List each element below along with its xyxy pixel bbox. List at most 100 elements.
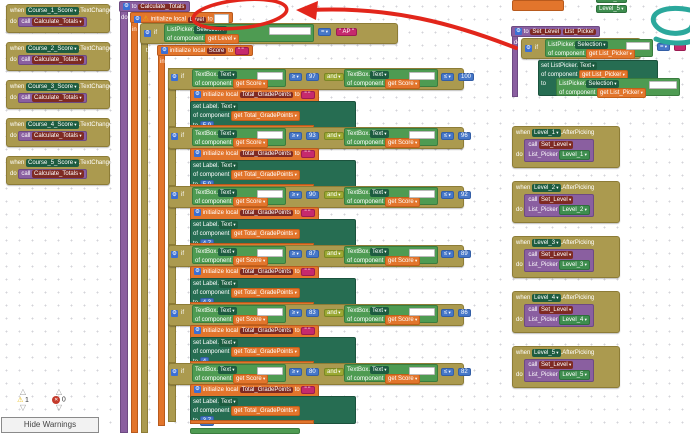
variable-dropdown[interactable]: List_Picker <box>610 90 643 96</box>
operator-dropdown[interactable]: ≥ <box>292 251 299 257</box>
procedure-body-bar[interactable] <box>120 11 128 433</box>
get-variable-block[interactable]: get Score <box>233 197 269 207</box>
property-dropdown[interactable]: Text <box>219 103 238 111</box>
number-block[interactable]: 82 <box>458 368 471 376</box>
get-variable-block[interactable]: get Score <box>233 79 269 89</box>
variable-dropdown[interactable]: Score <box>398 258 417 264</box>
procedure-dropdown[interactable]: Set_Level <box>539 306 574 314</box>
get-variable-block[interactable]: get Score <box>233 374 269 384</box>
variable-dropdown[interactable]: Score <box>246 376 265 382</box>
get-variable-block[interactable]: get Score <box>385 374 421 384</box>
component-dropdown[interactable]: Level_1 <box>532 129 561 137</box>
collapse-down-icon[interactable]: ▽ <box>19 403 27 412</box>
mutator-gear-icon[interactable]: ⚙ <box>194 150 201 157</box>
get-variable-block[interactable]: get Total_GradePoints <box>231 288 300 298</box>
comparison-operator[interactable]: ≤ <box>441 191 454 199</box>
get-variable-block[interactable]: get Score <box>385 197 421 207</box>
variable-dropdown[interactable]: Score <box>398 140 417 146</box>
number-block[interactable]: 87 <box>306 250 319 258</box>
get-variable-block[interactable]: get Total_GradePoints <box>231 170 300 180</box>
logic-dropdown[interactable]: and <box>327 310 341 316</box>
component-dropdown[interactable]: Level_5 <box>532 349 561 357</box>
get-variable-block[interactable]: get Total_GradePoints <box>231 229 300 239</box>
procedure-dropdown[interactable]: Calculate_Totals <box>32 56 84 64</box>
logic-dropdown[interactable]: and <box>327 74 341 80</box>
operator-dropdown[interactable]: ≥ <box>292 369 299 375</box>
number-block[interactable]: 97 <box>306 73 319 81</box>
property-dropdown[interactable]: Text <box>578 62 597 70</box>
and-block[interactable]: and <box>324 132 344 140</box>
get-variable-block[interactable]: get Score <box>385 79 421 89</box>
component-dropdown[interactable]: Level_2 <box>532 184 561 192</box>
component-dropdown[interactable]: Level_4 <box>532 294 561 302</box>
operator-dropdown[interactable]: ≤ <box>444 133 451 139</box>
mutator-gear-icon[interactable]: ⚙ <box>171 74 178 81</box>
variable-dropdown[interactable]: Total_GradePoints <box>244 349 297 355</box>
get-variable-block[interactable]: get Total_GradePoints <box>231 111 300 121</box>
comparison-operator[interactable]: ≤ <box>441 309 454 317</box>
mutator-gear-icon[interactable]: ⚙ <box>161 47 168 54</box>
procedure-dropdown[interactable]: Calculate_Totals <box>32 132 84 140</box>
component-property-block[interactable]: TextBox.Textof component get Score <box>344 305 438 325</box>
variable-dropdown[interactable]: Score <box>398 199 417 205</box>
property-dropdown[interactable]: Text <box>218 307 237 315</box>
initialize-local-gradepoints-block[interactable]: ⚙ initialize local Total_GradePoints to <box>190 148 320 163</box>
component-property-block[interactable]: ListPicker.Selectionof component get Lis… <box>545 39 653 59</box>
component-property-block[interactable]: TextBox.Textof component get Score <box>192 364 286 384</box>
initialize-local-score-block[interactable]: ⚙ initialize local Score to <box>157 45 253 56</box>
get-variable-block[interactable]: get Score <box>385 138 421 148</box>
property-dropdown[interactable]: Text <box>219 221 238 229</box>
variable-dropdown[interactable]: Score <box>246 199 265 205</box>
and-block[interactable]: and <box>324 73 344 81</box>
if-body-bar[interactable] <box>141 43 148 433</box>
operator-dropdown[interactable]: ≤ <box>444 192 451 198</box>
component-dropdown[interactable]: Level_3 <box>532 239 561 247</box>
number-block[interactable]: 80 <box>306 368 319 376</box>
get-variable-block[interactable]: get Total_GradePoints <box>231 347 300 357</box>
comparison-operator[interactable]: ≥ <box>289 73 302 81</box>
set-label-text-block[interactable]: set Label.Textof component get Total_Gra… <box>190 337 356 367</box>
property-dropdown[interactable]: Text <box>370 130 389 138</box>
mutator-gear-icon[interactable]: ⚙ <box>171 251 178 258</box>
property-dropdown[interactable]: Text <box>218 71 237 79</box>
procedure-dropdown[interactable]: Set_Level <box>539 361 574 369</box>
get-variable-block[interactable]: get List_Picker <box>586 49 635 59</box>
property-dropdown[interactable]: Text <box>370 71 389 79</box>
component-property-block[interactable]: TextBox.Textof component get Score <box>344 246 438 266</box>
property-dropdown[interactable]: Text <box>218 189 237 197</box>
variable-dropdown[interactable]: Score <box>246 140 265 146</box>
call-procedure-block[interactable]: call Calculate_Totals <box>18 169 87 179</box>
component-property-block[interactable]: TextBox.Textof component get Score <box>192 128 286 148</box>
text-string-block[interactable] <box>301 327 316 336</box>
argument-block[interactable]: Level_1 <box>559 150 590 160</box>
and-block[interactable]: and <box>324 191 344 199</box>
get-variable-block[interactable]: get Score <box>233 315 269 325</box>
text-string-block[interactable]: AP <box>336 28 358 36</box>
procedure-dropdown[interactable]: Calculate_Totals <box>32 170 84 178</box>
comparison-operator[interactable]: = <box>318 28 332 36</box>
operator-dropdown[interactable]: ≥ <box>292 310 299 316</box>
text-string-block[interactable] <box>301 91 316 100</box>
property-dropdown[interactable]: Text <box>370 307 389 315</box>
variable-dropdown[interactable]: Score <box>246 81 265 87</box>
text-string-block[interactable] <box>301 150 316 159</box>
variable-dropdown[interactable]: Total_GradePoints <box>244 408 297 414</box>
property-dropdown[interactable]: Text <box>370 189 389 197</box>
collapse-down-icon[interactable]: ▽ <box>55 403 63 412</box>
set-label-text-block[interactable]: set Label.Textof component get Total_Gra… <box>190 396 356 426</box>
mutator-gear-icon[interactable]: ⚙ <box>134 15 141 23</box>
variable-dropdown[interactable]: Score <box>398 81 417 87</box>
mutator-gear-icon[interactable]: ⚙ <box>194 209 201 216</box>
variable-dropdown[interactable]: Total_GradePoints <box>244 172 297 178</box>
operator-dropdown[interactable]: ≤ <box>444 310 451 316</box>
collapse-up-icon[interactable]: △ <box>55 387 63 396</box>
initialize-local-gradepoints-block[interactable]: ⚙ initialize local Total_GradePoints to <box>190 89 320 104</box>
comparison-operator[interactable]: ≥ <box>289 368 302 376</box>
component-dropdown[interactable]: Course_5_Score <box>26 159 79 167</box>
comparison-operator[interactable]: ≤ <box>441 73 454 81</box>
